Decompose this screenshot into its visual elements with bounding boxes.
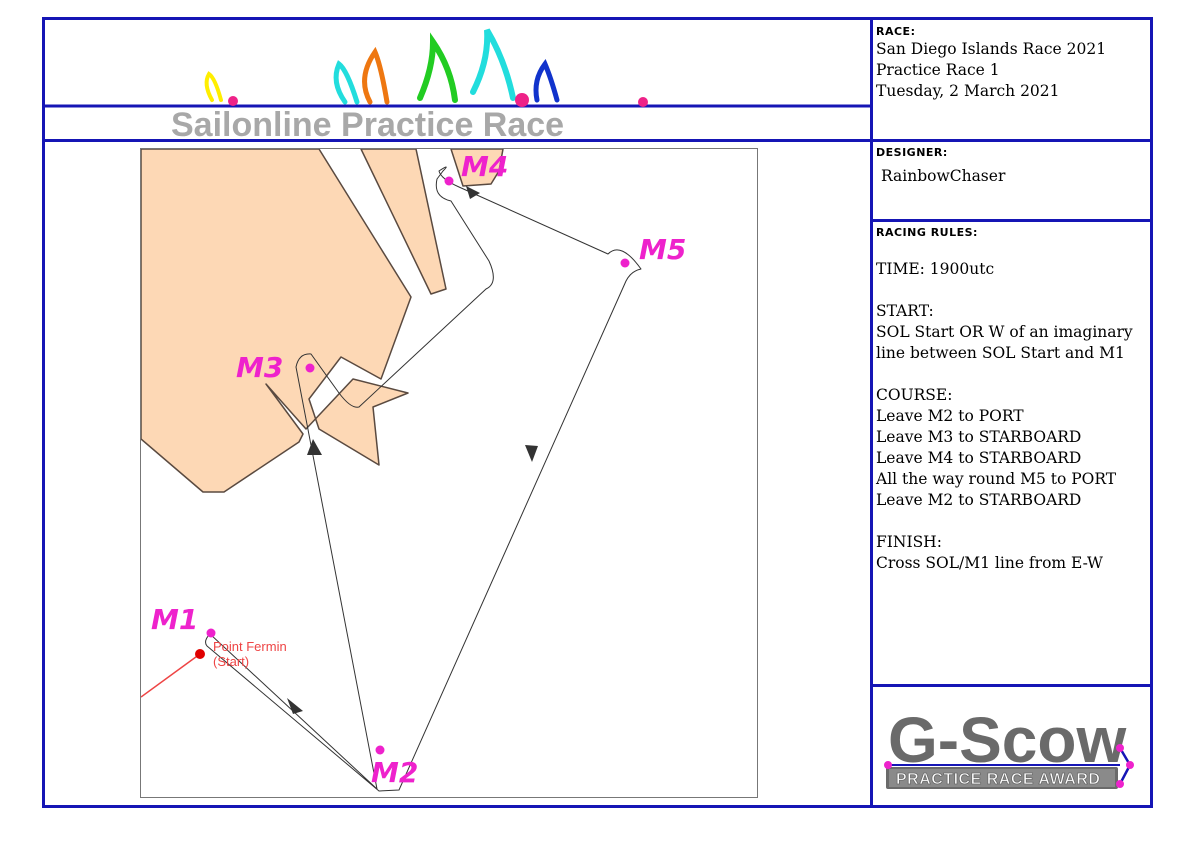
- rules-course-heading: COURSE:: [876, 386, 953, 404]
- land-west-peninsula: [141, 149, 412, 493]
- start-line: [141, 653, 201, 698]
- rules-label: RACING RULES:: [876, 226, 978, 239]
- rules-divider: [870, 684, 1153, 687]
- race-date: Tuesday, 2 March 2021: [876, 82, 1060, 100]
- award-banner-inner: [889, 769, 1115, 787]
- mark-m3-label: M3: [236, 351, 283, 384]
- award-logo: G-Scow PRACTICE RACE AWARD: [884, 704, 1134, 789]
- course-map-svg: Point Fermin (Start) M1 M2 M3 M4 M5: [141, 149, 686, 792]
- rules-course-line: Leave M2 to PORT: [876, 407, 1024, 425]
- land-pier-middle: [360, 149, 447, 295]
- race-divider: [870, 139, 1153, 142]
- start-label: Point Fermin: [213, 639, 287, 654]
- rules-finish-heading: FINISH:: [876, 533, 942, 551]
- rules-course-line: Leave M4 to STARBOARD: [876, 449, 1082, 467]
- designer-name: RainbowChaser: [881, 167, 1006, 185]
- rules-course-line: Leave M3 to STARBOARD: [876, 428, 1082, 446]
- mark-m4-dot[interactable]: [444, 176, 454, 186]
- course-track: [205, 166, 642, 792]
- land: [141, 149, 504, 493]
- banner-buoy: [228, 96, 238, 106]
- race-name: San Diego Islands Race 2021: [876, 40, 1107, 58]
- course-arrow: [525, 445, 538, 462]
- mark-m2-dot[interactable]: [375, 745, 385, 755]
- page-frame: [42, 17, 1153, 808]
- rules-finish-line: Cross SOL/M1 line from E-W: [876, 554, 1103, 572]
- mark-m4-label: M4: [461, 150, 508, 183]
- mark-m1-dot[interactable]: [206, 628, 216, 638]
- rules-course-line: Leave M2 to STARBOARD: [876, 491, 1082, 509]
- rules-course-line: All the way round M5 to PORT: [876, 470, 1117, 488]
- course-arrow: [307, 439, 322, 455]
- course-arrow: [466, 186, 480, 199]
- banner-buoy: [638, 97, 648, 107]
- mark-m5-label: M5: [639, 233, 686, 266]
- banner-buoy: [515, 93, 529, 107]
- rules-time: TIME: 1900utc: [876, 260, 995, 278]
- header-divider: [42, 139, 871, 142]
- mark-m5-dot[interactable]: [620, 258, 630, 268]
- rules-start-line: SOL Start OR W of an imaginary: [876, 323, 1133, 341]
- award-subtitle: PRACTICE RACE AWARD: [896, 771, 1100, 788]
- banner-title: Sailonline Practice Race: [171, 106, 564, 139]
- course-arrow: [287, 698, 303, 714]
- banner-logo: Sailonline Practice Race: [45, 28, 870, 139]
- land-pier-east: [450, 149, 504, 187]
- column-divider: [870, 17, 873, 808]
- mark-m3-dot[interactable]: [305, 363, 315, 373]
- rules-start-line: line between SOL Start and M1: [876, 344, 1125, 362]
- banner-sails: [204, 28, 560, 105]
- start-point[interactable]: [195, 649, 205, 659]
- award-course-icon: [884, 744, 1134, 788]
- mark-m2-label: M2: [371, 756, 418, 789]
- race-label: RACE:: [876, 25, 916, 38]
- race-subtitle: Practice Race 1: [876, 61, 1000, 79]
- course-map[interactable]: Point Fermin (Start) M1 M2 M3 M4 M5: [140, 148, 758, 798]
- rules-start-heading: START:: [876, 302, 934, 320]
- mark-m1-label: M1: [151, 603, 198, 636]
- designer-divider: [870, 219, 1153, 222]
- designer-label: DESIGNER:: [876, 146, 948, 159]
- start-sublabel: (Start): [213, 654, 249, 669]
